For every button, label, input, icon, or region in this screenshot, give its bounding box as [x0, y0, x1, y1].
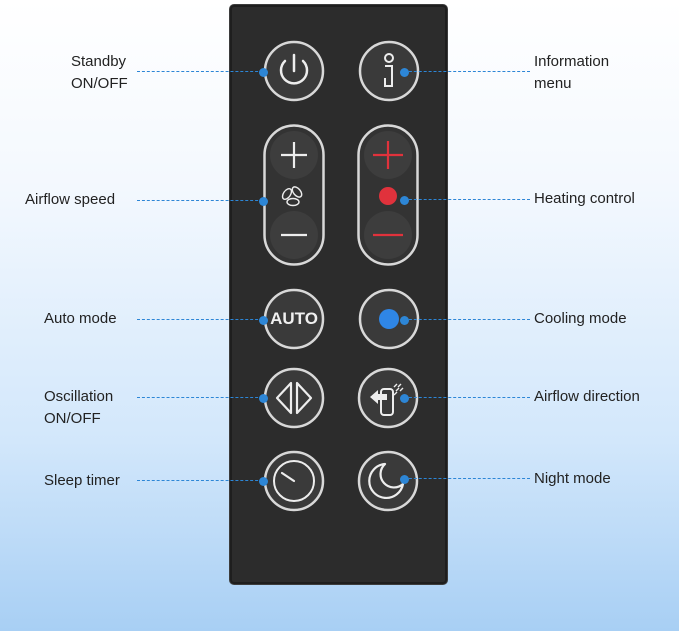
- fan-icon: [281, 186, 303, 207]
- sleep-timer-button[interactable]: [263, 450, 325, 512]
- cool-dot-icon: [379, 309, 399, 329]
- airflow-speed-rocker[interactable]: [263, 124, 325, 266]
- moon-icon: [357, 450, 419, 512]
- label-cooling-mode: Cooling mode: [534, 310, 627, 327]
- leader-line-cooling-mode: [404, 319, 530, 320]
- leader-dot-airflow-speed: [258, 196, 268, 206]
- leader-line-information: [404, 71, 530, 72]
- leader-dot-oscillation: [258, 393, 268, 403]
- label-auto-mode: Auto mode: [44, 310, 117, 327]
- label-heating-control: Heating control: [534, 190, 635, 207]
- airflow-direction-button[interactable]: [357, 367, 419, 429]
- label-standby: Standby ON/OFF: [71, 53, 128, 92]
- leader-dot-airflow-direction: [399, 393, 409, 403]
- leader-dot-cooling-mode: [399, 315, 409, 325]
- leader-dot-night-mode: [399, 474, 409, 484]
- leader-dot-sleep-timer: [258, 476, 268, 486]
- label-information: Information menu: [534, 53, 610, 92]
- information-button[interactable]: [358, 40, 420, 102]
- oscillation-icon: [263, 367, 325, 429]
- leader-dot-information: [399, 67, 409, 77]
- leader-line-oscillation: [137, 397, 263, 398]
- airflow-direction-icon: [357, 367, 419, 429]
- leader-line-auto-mode: [137, 319, 263, 320]
- standby-button[interactable]: [263, 40, 325, 102]
- leader-dot-heating-control: [399, 195, 409, 205]
- info-icon: [358, 40, 420, 102]
- label-airflow-direction: Airflow direction: [534, 388, 640, 405]
- heat-dot-icon: [379, 187, 397, 205]
- label-night-mode: Night mode: [534, 470, 611, 487]
- night-mode-button[interactable]: [357, 450, 419, 512]
- label-airflow-speed: Airflow speed: [25, 191, 116, 208]
- cooling-mode-button[interactable]: [358, 288, 420, 350]
- power-icon: [263, 40, 325, 102]
- leader-line-airflow-speed: [137, 200, 263, 201]
- oscillation-button[interactable]: [263, 367, 325, 429]
- leader-line-night-mode: [404, 478, 530, 479]
- auto-mode-button[interactable]: AUTO: [263, 288, 325, 350]
- leader-line-heating-control: [404, 199, 530, 200]
- leader-line-sleep-timer: [137, 480, 263, 481]
- leader-line-airflow-direction: [404, 397, 530, 398]
- auto-mode-text: AUTO: [270, 309, 318, 328]
- leader-dot-standby: [258, 67, 268, 77]
- label-sleep-timer: Sleep timer: [44, 472, 120, 489]
- heating-control-rocker[interactable]: [357, 124, 419, 266]
- label-oscillation: Oscillation ON/OFF: [44, 388, 114, 427]
- leader-dot-auto-mode: [258, 315, 268, 325]
- timer-icon: [263, 450, 325, 512]
- leader-line-standby: [137, 71, 263, 72]
